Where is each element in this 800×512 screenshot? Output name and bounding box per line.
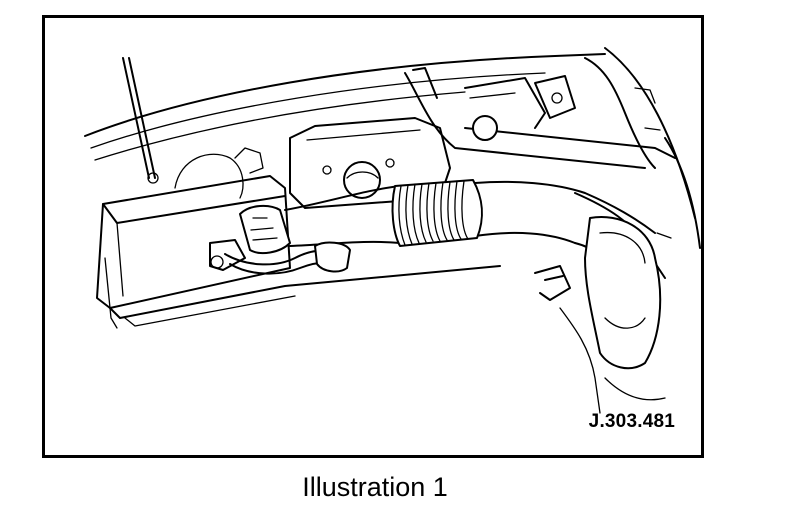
intake-duct-upper <box>284 180 656 234</box>
hose-clamp <box>314 241 351 273</box>
hood-edge-inner-2 <box>94 91 466 161</box>
mass-airflow-sensor <box>239 204 291 255</box>
sensor-connector <box>209 239 246 271</box>
coolant-reservoir <box>464 77 546 129</box>
engine-cover <box>289 117 451 209</box>
hood-prop-rod <box>122 57 150 179</box>
air-filter-box <box>96 175 291 309</box>
reservoir-cap <box>472 115 498 141</box>
bracket-arm <box>404 72 646 169</box>
reference-code: J.303.481 <box>588 411 675 432</box>
hood-prop-rod-side <box>128 57 156 179</box>
hood-edge-inner <box>90 72 546 149</box>
elbow-body <box>584 216 662 370</box>
bolt-1 <box>322 165 332 175</box>
intake-bellows <box>391 179 483 247</box>
bracket-bar <box>464 127 676 159</box>
bolt-2 <box>385 158 395 168</box>
illustration-caption: Illustration 1 <box>302 472 448 502</box>
fender-right <box>604 47 696 219</box>
strut-tower-left <box>174 153 244 199</box>
prop-rod-foot <box>147 172 159 184</box>
oil-filler-cap <box>343 161 381 199</box>
illustration-frame: J.303.481 <box>42 15 704 458</box>
engine-bay-line-drawing <box>84 47 701 414</box>
mount-bracket <box>534 75 576 119</box>
filter-box-base <box>109 265 501 319</box>
clip <box>534 265 571 301</box>
